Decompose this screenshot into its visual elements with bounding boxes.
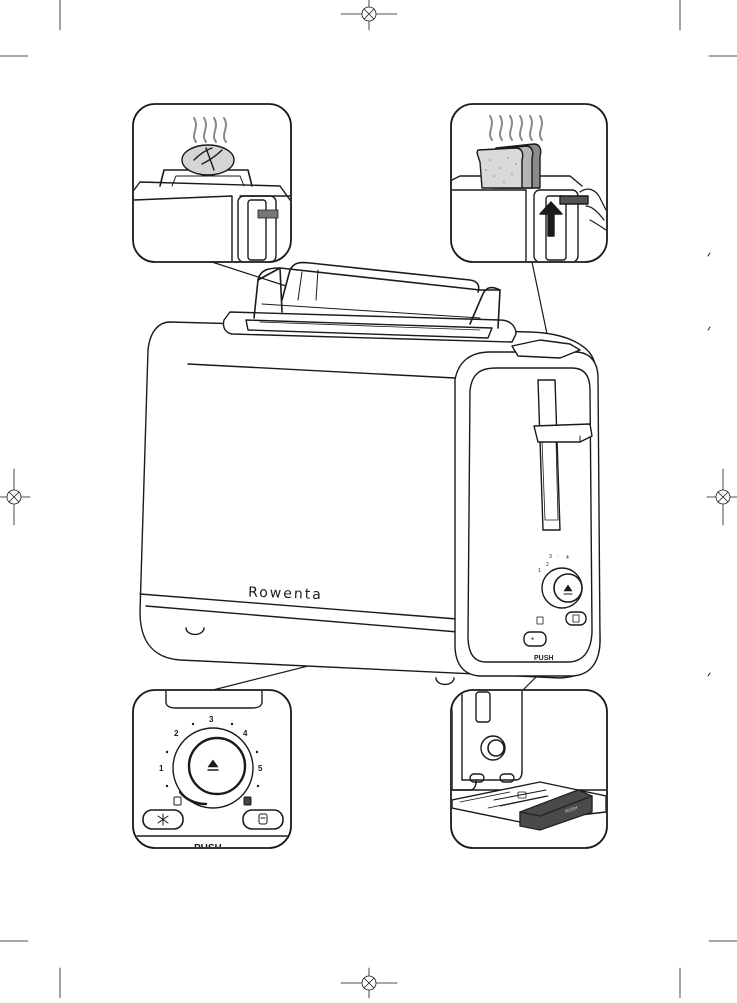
bun-icon xyxy=(182,145,234,175)
dial-number-3: 3 xyxy=(209,715,214,724)
callout-control-panel: 1 2 3 4 5 xyxy=(133,690,291,854)
reheat-button-side xyxy=(566,612,586,625)
svg-text:2: 2 xyxy=(546,562,549,568)
dial-number-4: 4 xyxy=(243,729,248,738)
defrost-button-side xyxy=(524,632,546,646)
svg-text:4: 4 xyxy=(566,555,569,561)
registration-mark-right xyxy=(707,469,737,525)
registration-mark-top xyxy=(341,0,397,30)
dark-toast-icon xyxy=(244,797,251,805)
toaster-side-panel xyxy=(455,352,600,676)
dial-number-2: 2 xyxy=(174,729,179,738)
dial-number-5: 5 xyxy=(258,764,263,773)
toaster-main: 3 · 4 1 2 * PUSH Rowenta xyxy=(140,263,600,685)
edge-bleed-marks xyxy=(708,253,710,676)
callout-crumb-tray: PUSH xyxy=(451,690,607,848)
toaster-foot xyxy=(436,678,454,684)
svg-text:*: * xyxy=(531,636,534,645)
lift-lever xyxy=(534,424,592,442)
dial-number-1: 1 xyxy=(159,764,164,773)
reheat-button xyxy=(243,810,283,829)
registration-mark-bottom xyxy=(341,968,397,998)
toast-slices-icon xyxy=(477,144,541,188)
registration-mark-left xyxy=(0,469,30,525)
callout-bun-warming xyxy=(133,104,291,262)
lift-lever xyxy=(560,196,588,204)
svg-text:3: 3 xyxy=(549,554,552,560)
brand-logo: Rowenta xyxy=(248,585,323,604)
svg-text:1: 1 xyxy=(538,568,541,574)
push-label-side: PUSH xyxy=(534,655,553,662)
callout-toast-lift xyxy=(451,104,607,262)
